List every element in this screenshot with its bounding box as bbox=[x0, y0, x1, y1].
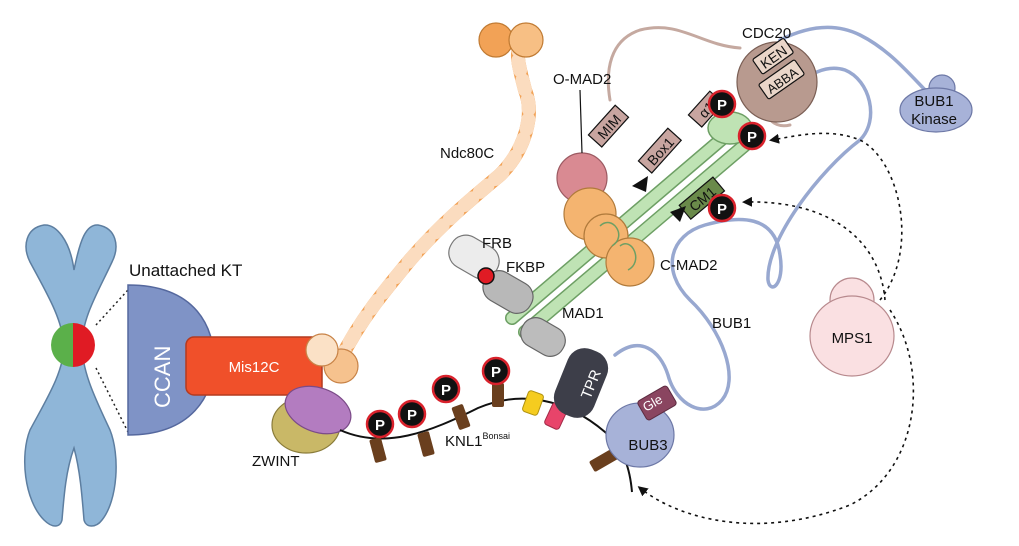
ndc80c-complex bbox=[305, 22, 544, 384]
mim-tag: MIM bbox=[587, 104, 630, 148]
mis12c-label: Mis12C bbox=[229, 359, 280, 376]
yellow-motif bbox=[522, 390, 544, 416]
bub1-label: BUB1 bbox=[712, 315, 751, 332]
svg-text:P: P bbox=[407, 407, 417, 424]
bub3-domain bbox=[605, 402, 675, 468]
bub1-linker bbox=[613, 66, 873, 411]
c-mad2-belt bbox=[599, 221, 637, 271]
mad1-phospho-3: P bbox=[707, 193, 737, 223]
ccan-label: CCAN bbox=[150, 346, 175, 408]
bub1-kinase-body bbox=[899, 87, 973, 133]
svg-text:P: P bbox=[491, 364, 501, 381]
chromosome-body bbox=[23, 224, 117, 527]
svg-text:P: P bbox=[375, 417, 385, 434]
cdc20-label: CDC20 bbox=[742, 25, 791, 42]
svg-text:P: P bbox=[717, 201, 727, 218]
mps1-body bbox=[809, 295, 895, 377]
mad1-foot bbox=[520, 317, 566, 357]
rapamycin-dot bbox=[477, 267, 495, 285]
zwint-purple bbox=[284, 385, 352, 435]
box1-tag: Box1 bbox=[637, 127, 683, 174]
c-mad2-label: C-MAD2 bbox=[660, 257, 718, 274]
ndc80-head-b bbox=[305, 333, 339, 367]
ndc80-tip-b bbox=[508, 22, 544, 58]
ndc80c-label: Ndc80C bbox=[440, 145, 494, 162]
chromosome bbox=[23, 224, 117, 527]
mps1-arrow-to-knl1-p bbox=[637, 309, 915, 525]
fkbp-label: FKBP bbox=[506, 259, 545, 276]
centromere-green bbox=[51, 323, 73, 367]
bub1-kinase-label-1: BUB1 bbox=[914, 93, 953, 110]
bub1-kinase-label-2: Kinase bbox=[911, 111, 957, 128]
unattached-kt-label: Unattached KT bbox=[129, 261, 242, 280]
cleavage-marker-2 bbox=[670, 206, 686, 222]
connector-top bbox=[95, 289, 129, 326]
phospho-site: P bbox=[481, 356, 511, 407]
bub1-kinase-linker bbox=[778, 25, 932, 97]
mps1-arrow-to-cm1-p bbox=[742, 196, 886, 301]
bub3-label: BUB3 bbox=[628, 437, 667, 454]
knl1-superscript: Bonsai bbox=[483, 431, 511, 441]
zwint-label: ZWINT bbox=[252, 453, 299, 470]
connector-bottom bbox=[95, 367, 129, 433]
centromere-red bbox=[73, 323, 95, 367]
knl1-label: KNL1Bonsai bbox=[445, 431, 510, 450]
phospho-site: P bbox=[397, 399, 435, 457]
frb-label: FRB bbox=[482, 235, 512, 252]
mad1-label: MAD1 bbox=[562, 305, 604, 322]
tpr-domain bbox=[553, 348, 609, 418]
mps1-label: MPS1 bbox=[832, 330, 873, 347]
mad1-phospho-2: P bbox=[737, 121, 767, 151]
ndc80-tip-a bbox=[478, 22, 514, 58]
phospho-site: P bbox=[365, 409, 395, 463]
o-mad2-label: O-MAD2 bbox=[553, 71, 611, 88]
svg-text:P: P bbox=[441, 382, 451, 399]
knl1-name: KNL1 bbox=[445, 433, 483, 450]
mad1-phospho-1: P bbox=[707, 89, 737, 119]
svg-text:P: P bbox=[747, 129, 757, 146]
c-mad2-domain-c bbox=[605, 237, 655, 287]
o-mad2-pointer bbox=[579, 89, 583, 154]
svg-text:P: P bbox=[717, 97, 727, 114]
gle-box bbox=[637, 385, 677, 421]
phospho-site: P bbox=[431, 374, 471, 430]
cleavage-marker-1 bbox=[632, 176, 648, 192]
